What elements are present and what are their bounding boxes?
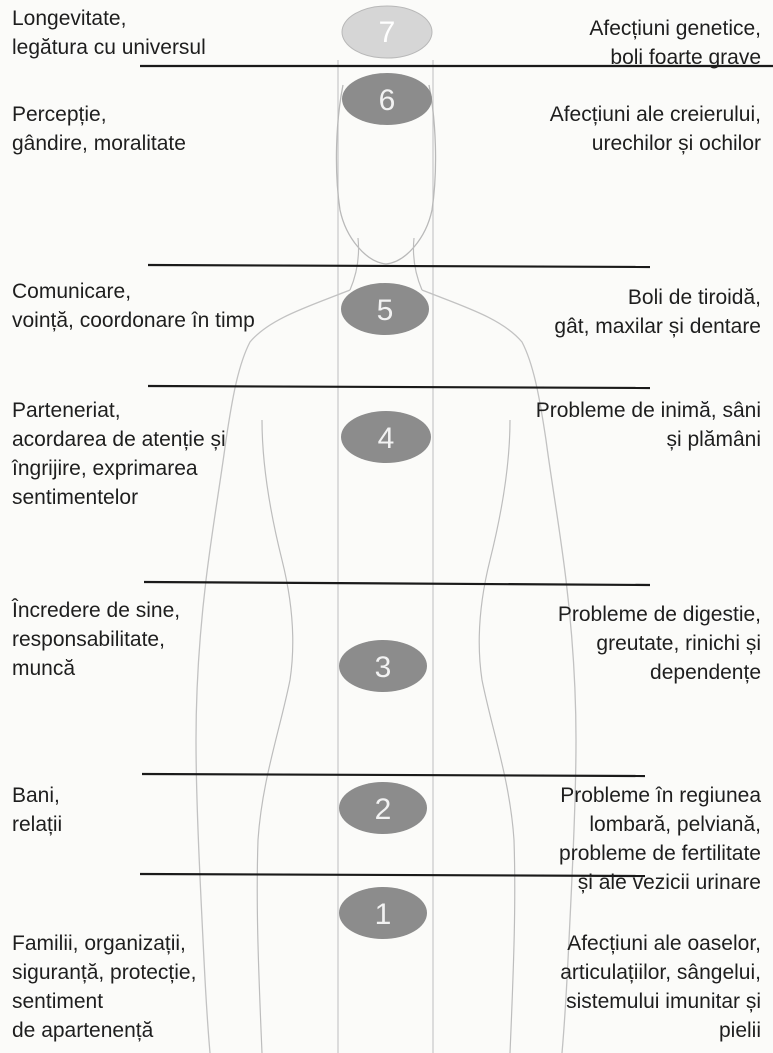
chakra-7-marker: 7	[341, 5, 433, 59]
chakra-6-afflictions: Afecțiuni ale creierului, urechilor și o…	[549, 103, 761, 155]
chakra-1-marker: 1	[339, 887, 427, 939]
chakra-5-marker: 5	[341, 283, 429, 335]
chakra-3-marker: 3	[339, 640, 427, 692]
chakra-6-marker: 6	[342, 73, 432, 125]
chakra-5-qualities: Comunicare, voință, coordonare în timp	[12, 280, 255, 332]
chakra-3-number: 3	[375, 651, 392, 684]
chakra-4-marker: 4	[341, 411, 431, 463]
chakra-1-qualities: Familii, organizații, siguranță, protecț…	[12, 932, 197, 1042]
chakra-2-qualities: Bani, relații	[12, 784, 63, 836]
chakra-7-qualities: Longevitate, legătura cu universul	[12, 7, 206, 59]
chakra-4-qualities: Parteneriat, acordarea de atenție și îng…	[12, 399, 226, 509]
chakra-3-afflictions: Probleme de digestie, greutate, rinichi …	[557, 603, 761, 684]
chakra-2-marker: 2	[339, 782, 427, 834]
chakra-7-number: 7	[379, 16, 396, 49]
chakra-4-afflictions: Probleme de inimă, sâni și plămâni	[535, 399, 761, 451]
chakra-1-number: 1	[375, 898, 392, 931]
chakra-5-afflictions: Boli de tiroidă, gât, maxilar și dentare	[554, 286, 761, 338]
chakra-2-number: 2	[375, 793, 392, 826]
chakra-7-afflictions: Afecțiuni genetice, boli foarte grave	[589, 17, 761, 69]
chakra-5-number: 5	[377, 294, 394, 327]
chakra-6-number: 6	[379, 84, 396, 117]
chakra-6-qualities: Percepție, gândire, moralitate	[12, 103, 186, 155]
chakra-3-qualities: Încredere de sine, responsabilitate, mun…	[12, 599, 181, 680]
chakra-1-afflictions: Afecțiuni ale oaselor, articulațiilor, s…	[560, 932, 761, 1042]
chakra-4-number: 4	[378, 422, 395, 455]
chakra-2-afflictions: Probleme în regiunea lombară, pelviană, …	[559, 784, 761, 894]
